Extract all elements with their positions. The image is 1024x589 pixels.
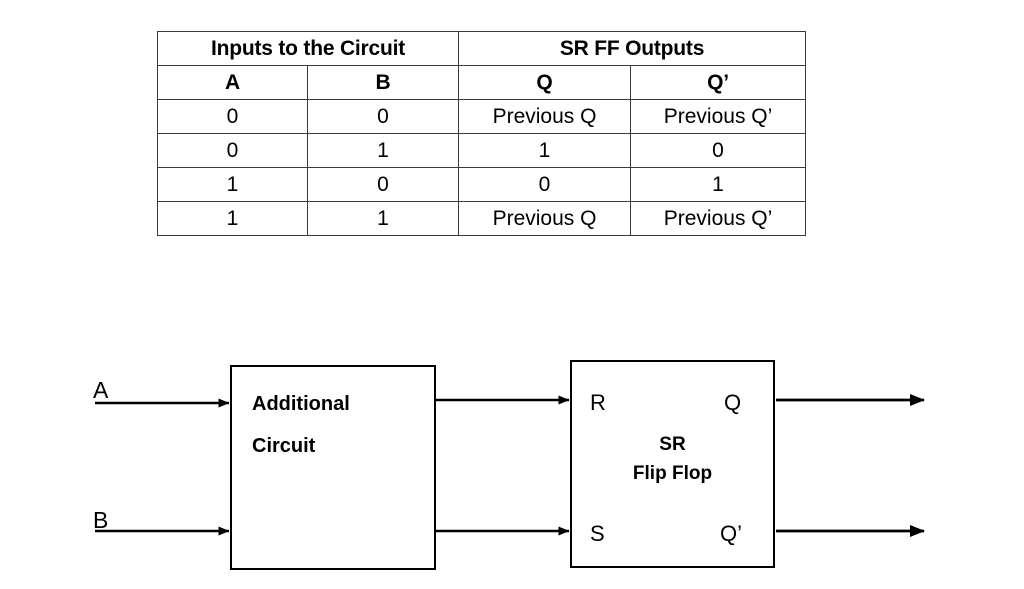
group-header-outputs: SR FF Outputs xyxy=(457,31,807,66)
cell-b: 0 xyxy=(307,99,459,134)
table-group-header-row: Inputs to the Circuit SR FF Outputs xyxy=(157,31,807,66)
table-row: 0 0 Previous Q Previous Q’ xyxy=(157,99,807,134)
cell-q: Previous Q xyxy=(458,201,631,236)
cell-b: 0 xyxy=(307,167,459,202)
input-label-b: B xyxy=(93,507,109,533)
sr-flip-flop-title: SR Flip Flop xyxy=(572,430,773,489)
cell-b: 1 xyxy=(307,133,459,168)
cell-a: 0 xyxy=(157,99,308,134)
additional-circuit-block: Additional Circuit xyxy=(230,365,436,570)
cell-a: 1 xyxy=(157,201,308,236)
sr-flip-flop-title-line2: Flip Flop xyxy=(632,463,713,485)
port-label-q-not: Q’ xyxy=(720,521,742,546)
cell-q: 1 xyxy=(458,133,631,168)
cell-q-not: Previous Q’ xyxy=(629,99,807,134)
group-header-inputs: Inputs to the Circuit xyxy=(157,31,459,66)
additional-circuit-label-line2: Circuit xyxy=(252,435,316,457)
table-row: 1 1 Previous Q Previous Q’ xyxy=(157,201,807,236)
table-row: 0 1 1 0 xyxy=(157,133,807,168)
cell-q-not: Previous Q’ xyxy=(629,201,807,236)
cell-q: Previous Q xyxy=(458,99,631,134)
column-header-b: B xyxy=(307,65,459,100)
sr-flip-flop-block: R S Q Q’ SR Flip Flop xyxy=(570,360,775,568)
cell-b: 1 xyxy=(307,201,459,236)
table-row: 1 0 0 1 xyxy=(157,167,807,202)
column-header-q-not: Q’ xyxy=(629,65,807,100)
cell-q: 0 xyxy=(458,167,631,202)
input-label-a: A xyxy=(93,377,109,403)
cell-a: 0 xyxy=(157,133,308,168)
port-label-r: R xyxy=(590,390,606,415)
additional-circuit-label-line1: Additional xyxy=(252,393,350,415)
truth-table: Inputs to the Circuit SR FF Outputs A B … xyxy=(157,31,807,236)
sr-flip-flop-title-line1: SR xyxy=(659,434,686,455)
table-column-header-row: A B Q Q’ xyxy=(157,65,807,100)
port-label-q: Q xyxy=(724,390,742,415)
port-label-s: S xyxy=(590,521,605,546)
